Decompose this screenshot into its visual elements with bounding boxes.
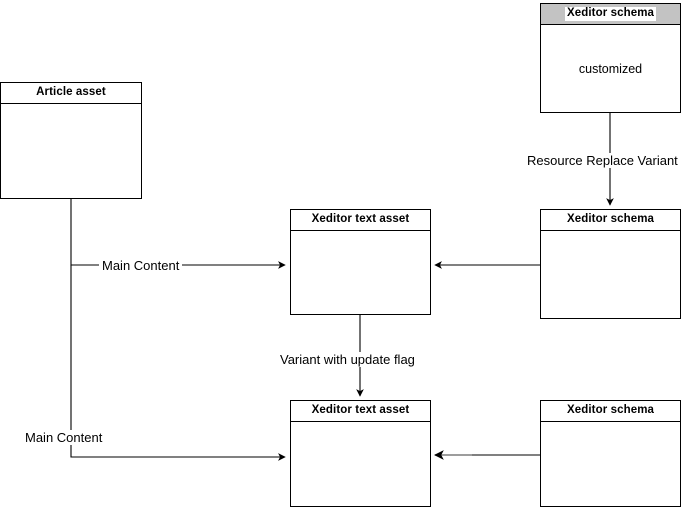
node-body: customized <box>578 61 643 76</box>
node-title: Xeditor schema <box>566 404 655 417</box>
node-body <box>291 422 430 506</box>
node-header: Xeditor schema <box>541 4 680 25</box>
edge-label-main-content-top: Main Content <box>99 258 183 273</box>
node-title: Xeditor text asset <box>311 404 410 417</box>
node-title: Xeditor schema <box>564 7 657 21</box>
node-title: Xeditor text asset <box>311 213 410 226</box>
edge-label-resource-replace-variant: Resource Replace Variant <box>524 153 681 168</box>
node-header: Xeditor text asset <box>291 401 430 422</box>
node-header: Xeditor schema <box>541 210 680 231</box>
node-body <box>541 422 680 506</box>
node-xeditor-text-asset-middle[interactable]: Xeditor text asset <box>290 209 431 315</box>
edge-label-variant-with-update-flag: Variant with update flag <box>277 352 418 367</box>
connector-main-content-bottom <box>70 265 286 461</box>
node-xeditor-schema-customized[interactable]: Xeditor schema customized <box>540 3 681 113</box>
node-article-asset[interactable]: Article asset <box>0 82 142 199</box>
node-xeditor-text-asset-bottom[interactable]: Xeditor text asset <box>290 400 431 507</box>
node-header: Article asset <box>1 83 141 104</box>
node-body <box>541 231 680 318</box>
edge-label-main-content-bottom: Main Content <box>22 430 106 445</box>
node-header: Xeditor schema <box>541 401 680 422</box>
node-title: Article asset <box>36 86 106 99</box>
node-title: Xeditor schema <box>566 213 655 226</box>
node-xeditor-schema-middle[interactable]: Xeditor schema <box>540 209 681 319</box>
node-body <box>1 104 141 198</box>
node-header: Xeditor text asset <box>291 210 430 231</box>
connector-main-content-top <box>70 198 286 269</box>
node-body <box>291 231 430 314</box>
node-xeditor-schema-bottom[interactable]: Xeditor schema <box>540 400 681 507</box>
